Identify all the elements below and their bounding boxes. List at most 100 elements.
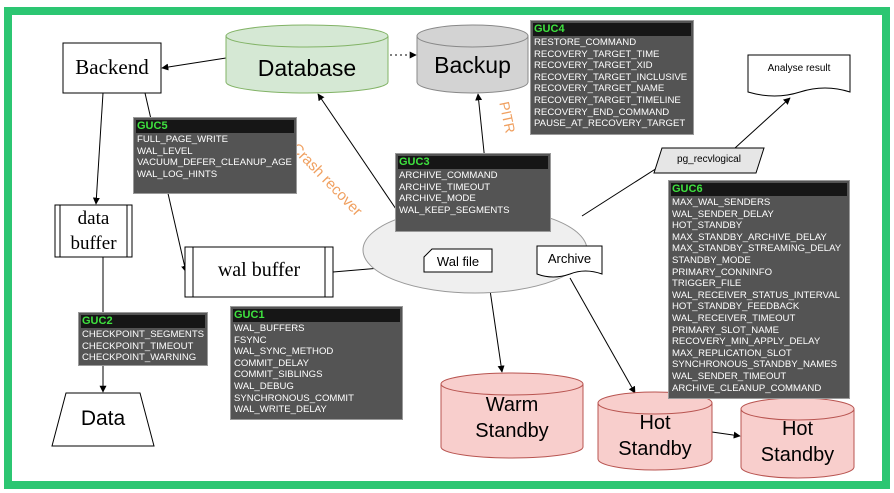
- backup-label: Backup: [434, 52, 511, 78]
- analyse-result-label: Analyse result: [767, 63, 831, 74]
- guc6-title: GUC6: [671, 183, 847, 196]
- guc-parameter: WAL_DEBUG: [234, 380, 294, 392]
- green-frame: [4, 7, 890, 489]
- edge-archive-hot-standby: [569, 277, 636, 394]
- guc-parameter: SYNCHRONOUS_STANDBY_NAMES: [672, 359, 838, 371]
- hot-standby-1-line2: Standby: [618, 438, 692, 460]
- backend-label: Backend: [75, 55, 149, 79]
- data-buffer-line2: buffer: [70, 233, 117, 254]
- database-cylinder: [225, 24, 389, 94]
- data-buffer-box: [54, 204, 133, 258]
- guc-parameter: RECOVERY_MIN_APPLY_DELAY: [672, 336, 821, 348]
- warm-standby-line2: Standby: [475, 420, 549, 442]
- guc-parameter: RECOVERY_TARGET_INCLUSIVE: [534, 71, 688, 83]
- guc-parameter: COMMIT_DELAY: [234, 357, 309, 369]
- warm-standby-cylinder: [440, 372, 584, 459]
- guc1-title: GUC1: [233, 309, 400, 322]
- guc-parameter: WAL_SENDER_DELAY: [672, 208, 774, 220]
- guc-parameter: WAL_KEEP_SEGMENTS: [399, 204, 510, 216]
- guc-parameter: RECOVERY_TARGET_NAME: [534, 83, 665, 95]
- wal-buffer-box: [184, 246, 334, 298]
- guc-parameter: RECOVERY_END_COMMAND: [534, 106, 670, 118]
- guc-parameter: WAL_RECEIVER_TIMEOUT: [672, 312, 796, 324]
- guc-parameter: VACUUM_DEFER_CLEANUP_AGE: [137, 157, 292, 169]
- guc-parameter: RECOVERY_TARGET_TIME: [534, 48, 660, 60]
- guc-parameter: MAX_STANDBY_ARCHIVE_DELAY: [672, 231, 827, 243]
- guc-parameter: SYNCHRONOUS_COMMIT: [234, 392, 354, 404]
- pg-recvlogical-parallelogram: [653, 147, 765, 174]
- guc-parameter: MAX_WAL_SENDERS: [672, 197, 771, 208]
- guc-parameter: HOT_STANDBY_FEEDBACK: [672, 301, 800, 313]
- edge-pgrecvlogical-analyse: [734, 97, 791, 149]
- guc-parameter: ARCHIVE_TIMEOUT: [399, 181, 491, 193]
- guc-parameter: RECOVERY_TARGET_XID: [534, 60, 653, 72]
- guc-parameter: CHECKPOINT_TIMEOUT: [82, 340, 194, 352]
- guc-parameter: PAUSE_AT_RECOVERY_TARGET: [534, 118, 686, 130]
- hot-standby-2-cylinder: [740, 397, 855, 479]
- edge-crash-recover: [317, 93, 399, 213]
- edge-to-warm-standby: [489, 289, 505, 373]
- guc-parameter: WAL_RECEIVER_STATUS_INTERVAL: [672, 289, 840, 301]
- guc-parameter: PRIMARY_SLOT_NAME: [672, 324, 779, 336]
- guc-parameter: MAX_REPLICATION_SLOT: [672, 347, 792, 359]
- guc5-title: GUC5: [136, 120, 294, 133]
- wal-file-label: Wal file: [436, 254, 480, 269]
- guc-parameter: WAL_WRITE_DELAY: [234, 404, 327, 416]
- archive-label: Archive: [547, 251, 592, 266]
- guc-parameter: HOT_STANDBY: [672, 220, 743, 232]
- guc-parameter: WAL_BUFFERS: [234, 323, 305, 334]
- guc-parameter: ARCHIVE_MODE: [399, 193, 476, 205]
- data-label: Data: [80, 407, 126, 430]
- pg-recvlogical-label: pg_recvlogical: [677, 154, 741, 165]
- backend-box: [62, 42, 162, 94]
- guc-parameter: WAL_LEVEL: [137, 145, 193, 157]
- data-trapezoid: [51, 392, 155, 447]
- guc-parameter: WAL_SYNC_METHOD: [234, 346, 334, 358]
- guc-parameter: WAL_SENDER_TIMEOUT: [672, 370, 787, 382]
- hot-standby-2-line1: Hot: [781, 418, 814, 440]
- guc-parameter: CHECKPOINT_SEGMENTS: [82, 329, 205, 340]
- guc-parameter: STANDBY_MODE: [672, 254, 751, 266]
- hot-standby-1-cylinder: [597, 391, 713, 471]
- backup-cylinder: [416, 24, 529, 94]
- hot-standby-2-line2: Standby: [760, 444, 835, 466]
- archive-document: [536, 245, 603, 278]
- edge-backend-databuffer: [92, 92, 104, 205]
- guc-parameter: COMMIT_SIBLINGS: [234, 369, 323, 381]
- guc-parameter: MAX_STANDBY_STREAMING_DELAY: [672, 243, 842, 255]
- guc4-title: GUC4: [533, 23, 691, 36]
- database-label: Database: [257, 55, 357, 81]
- guc-parameter: PRIMARY_CONNINFO: [672, 266, 773, 278]
- wal-buffer-label: wal buffer: [217, 259, 301, 281]
- guc-parameter: CHECKPOINT_WARNING: [82, 352, 197, 364]
- data-buffer-line1: data: [77, 208, 110, 229]
- edge-to-pgrecvlogical: [581, 160, 669, 217]
- guc-parameter: FSYNC: [234, 334, 267, 346]
- hot-standby-1-line1: Hot: [639, 412, 671, 434]
- guc3-title: GUC3: [398, 156, 548, 169]
- guc-parameter: RESTORE_COMMAND: [534, 37, 637, 48]
- analyse-result-document: [747, 54, 851, 97]
- guc-parameter: RECOVERY_TARGET_TIMELINE: [534, 94, 681, 106]
- edge-hot-hot: [711, 431, 741, 439]
- data-buffer-label: data buffer: [55, 206, 132, 256]
- edge-database-backend: [161, 57, 227, 71]
- guc-parameter: ARCHIVE_COMMAND: [399, 170, 498, 181]
- guc2-title: GUC2: [81, 315, 205, 328]
- guc-parameter: TRIGGER_FILE: [672, 278, 742, 290]
- guc-parameter: FULL_PAGE_WRITE: [137, 134, 228, 145]
- guc-parameter: ARCHIVE_CLEANUP_COMMAND: [672, 382, 822, 394]
- wal-file-shape: [423, 248, 493, 273]
- warm-standby-line1: Warm: [485, 394, 539, 416]
